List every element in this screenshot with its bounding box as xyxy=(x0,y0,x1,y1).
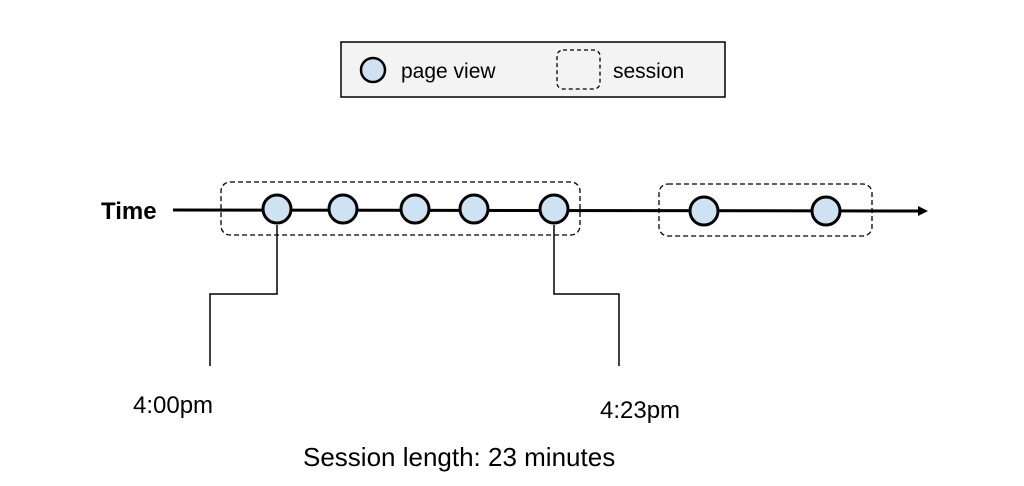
page-view-marker xyxy=(458,193,490,225)
end-time-connector xyxy=(553,225,620,366)
session-length-label: Session length: 23 minutes xyxy=(303,442,615,472)
session-box-1 xyxy=(220,181,581,236)
page-view-marker xyxy=(399,193,431,225)
page-views xyxy=(261,193,842,227)
session-box-2 xyxy=(658,183,873,237)
time-axis-label: Time xyxy=(101,198,157,225)
legend-page-view-label: page view xyxy=(401,60,496,83)
legend: page view session xyxy=(340,41,726,98)
legend-session-icon xyxy=(556,49,601,90)
legend-box xyxy=(340,41,726,98)
legend-session-label: session xyxy=(613,60,684,83)
end-time-label: 4:23pm xyxy=(600,397,680,424)
page-view-marker xyxy=(261,193,293,225)
page-view-marker xyxy=(688,195,720,227)
start-time-label: 4:00pm xyxy=(133,392,213,419)
page-view-marker xyxy=(810,195,842,227)
legend-page-view-icon xyxy=(359,56,387,84)
page-view-marker xyxy=(327,193,359,225)
start-time-connector xyxy=(209,225,278,366)
page-view-marker xyxy=(538,193,570,225)
